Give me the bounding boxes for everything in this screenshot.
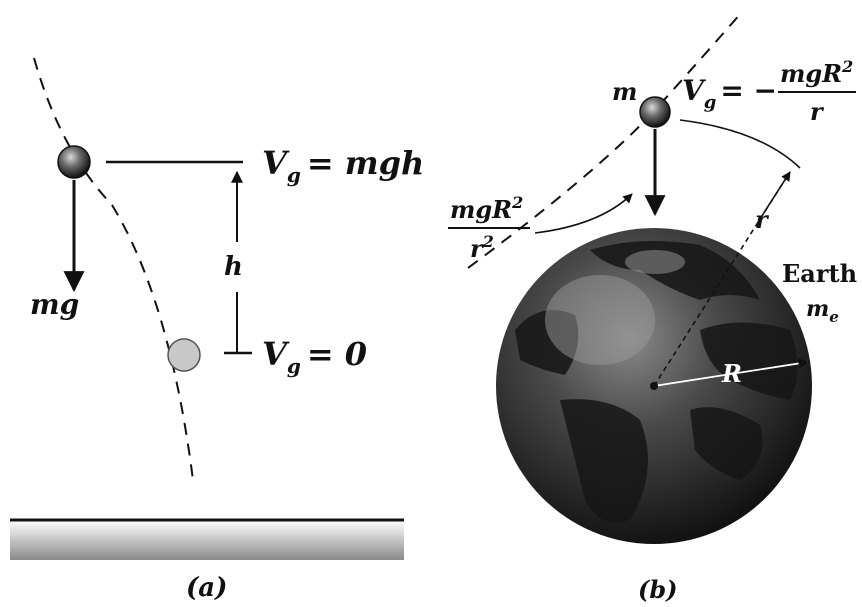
- force-b-den-text: r: [470, 234, 485, 263]
- mass-ball: [639, 96, 671, 128]
- potential-b-rhs: = −: [720, 74, 777, 107]
- potential-bottom-symbol: V: [262, 335, 290, 373]
- potential-top-symbol: V: [262, 144, 290, 182]
- panel-b: m Vg= − mgR2 r mgR2 r2 r R Earth me (b): [448, 11, 857, 604]
- radius-r-arrow: [757, 171, 791, 223]
- caption-a: (a): [186, 573, 227, 603]
- trajectory-b: [467, 11, 743, 269]
- potential-b-numerator: mgR2: [780, 57, 853, 88]
- force-pointer: [534, 193, 633, 234]
- potential-bottom-sub: g: [287, 354, 301, 378]
- potential-top-rhs: = mgh: [307, 144, 424, 182]
- earth-mass-symbol: m: [806, 296, 829, 322]
- caption-b: (b): [638, 575, 678, 604]
- force-b-denominator: r2: [470, 232, 494, 263]
- earth-radius-label: R: [721, 359, 742, 388]
- earth-label: Earth: [782, 259, 857, 288]
- potential-b-label: Vg= −: [682, 74, 777, 113]
- earth-highlights: [545, 250, 685, 365]
- force-b-numerator: mgR2: [450, 193, 523, 224]
- potential-bottom-label: Vg= 0: [262, 335, 367, 378]
- force-label-a: mg: [30, 288, 79, 321]
- force-b-num-sup: 2: [511, 193, 523, 212]
- radius-arc: [679, 119, 801, 169]
- potential-b-num-text: mgR: [780, 59, 842, 88]
- earth-mass-label: me: [806, 296, 839, 326]
- ground: [10, 520, 404, 560]
- earth-mass-sub: e: [829, 308, 839, 326]
- force-b-num-text: mgR: [450, 195, 512, 224]
- potential-top-label: Vg= mgh: [262, 144, 424, 187]
- height-label: h: [224, 252, 243, 282]
- radius-r-label: r: [755, 205, 770, 234]
- potential-b-num-sup: 2: [841, 57, 853, 76]
- ball-top: [57, 145, 91, 179]
- panel-a: mg h Vg= mgh Vg= 0 (a): [10, 57, 424, 603]
- potential-top-sub: g: [287, 163, 301, 187]
- potential-b-denominator: r: [810, 97, 825, 126]
- potential-bottom-rhs: = 0: [307, 335, 367, 373]
- potential-b-sub: g: [704, 92, 717, 113]
- mass-label: m: [612, 77, 637, 106]
- earth-radius-line: [653, 358, 810, 387]
- ball-bottom: [167, 338, 201, 372]
- potential-b-symbol: V: [682, 74, 707, 107]
- trajectory-a: [33, 57, 194, 481]
- force-b-den-sup: 2: [482, 232, 494, 251]
- earth-center: [650, 382, 658, 390]
